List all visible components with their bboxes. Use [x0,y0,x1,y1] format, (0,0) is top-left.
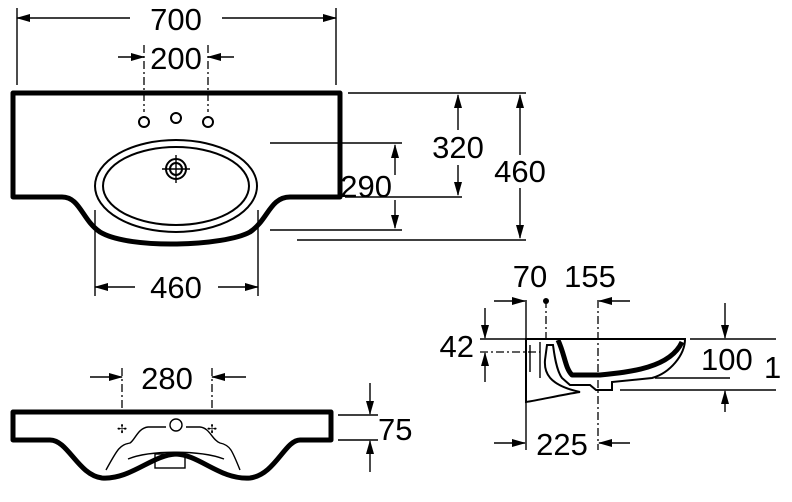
section-outline [525,338,687,404]
basin-outline [10,90,343,247]
svg-text:✢: ✢ [207,422,217,436]
top-view: 700 200 460 320 290 460 [10,2,546,305]
dim-bowl-height: 100 [701,342,753,377]
svg-text:✢: ✢ [117,422,127,436]
dim-bowl-width: 460 [150,270,202,305]
side-section: 70 155 42 100 1 225 [440,259,782,462]
dim-depth-overall: 460 [494,154,546,189]
cut-label: 1 [764,350,781,385]
bowl-inner [102,146,250,226]
dim-hole-spacing: 280 [141,361,193,396]
tap-hole-icon: ✢ ✢ [117,422,217,436]
dim-wall-to-drain: 225 [536,427,588,462]
drain-icon [162,155,190,183]
dim-tap-to-drain: 155 [564,259,616,294]
dim-wall-to-tap: 70 [513,259,547,294]
dim-bowl-center-depth: 320 [432,130,484,165]
dim-tap-offset: 42 [440,329,474,364]
tap-hole-icon [138,112,214,128]
dim-rim-height: 75 [378,412,412,447]
bowl-outer [94,139,258,233]
dim-tap-spacing: 200 [150,41,202,76]
front-view: ✢ ✢ 280 75 [10,361,412,481]
dim-width-overall: 700 [150,2,202,37]
dim-bowl-depth: 290 [340,169,392,204]
